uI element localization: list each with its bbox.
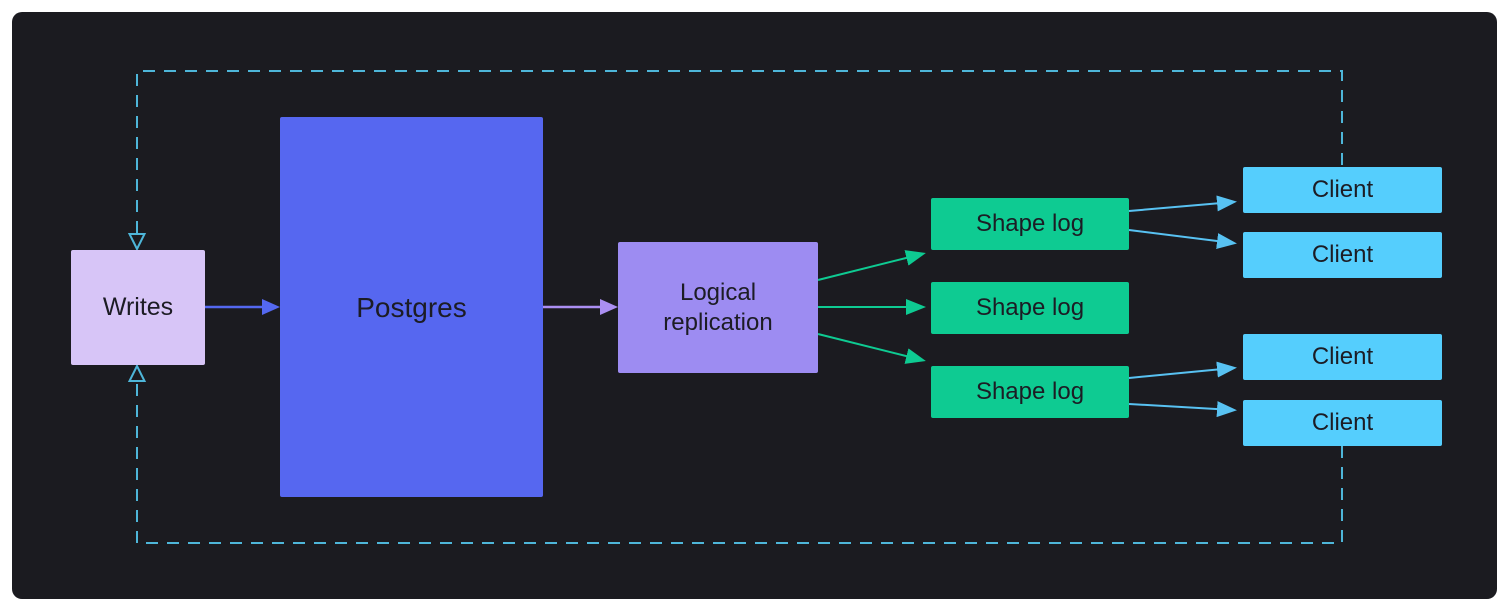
writes-node: Writes [71, 250, 205, 365]
shape-log-node-2: Shape log [931, 282, 1129, 334]
client-node-3: Client [1243, 334, 1442, 380]
client-node-1: Client [1243, 167, 1442, 213]
postgres-node: Postgres [280, 117, 543, 497]
logical-replication-node: Logical replication [618, 242, 818, 373]
postgres-node-label: Postgres [356, 291, 467, 323]
client-node-3-label: Client [1311, 343, 1374, 370]
shape-log-node-1: Shape log [931, 198, 1129, 250]
shape-log-node-3-label: Shape log [975, 378, 1085, 405]
shape-log-node-2-label: Shape log [975, 294, 1085, 321]
client-node-4-label: Client [1311, 409, 1374, 436]
client-node-1-label: Client [1311, 176, 1374, 203]
client-node-4: Client [1243, 400, 1442, 446]
writes-node-label: Writes [102, 292, 174, 321]
logical-replication-node-label: Logical replication [663, 278, 773, 336]
client-node-2-label: Client [1311, 241, 1374, 268]
shape-log-node-3: Shape log [931, 366, 1129, 418]
shape-log-node-1-label: Shape log [975, 210, 1085, 237]
client-node-2: Client [1243, 232, 1442, 278]
